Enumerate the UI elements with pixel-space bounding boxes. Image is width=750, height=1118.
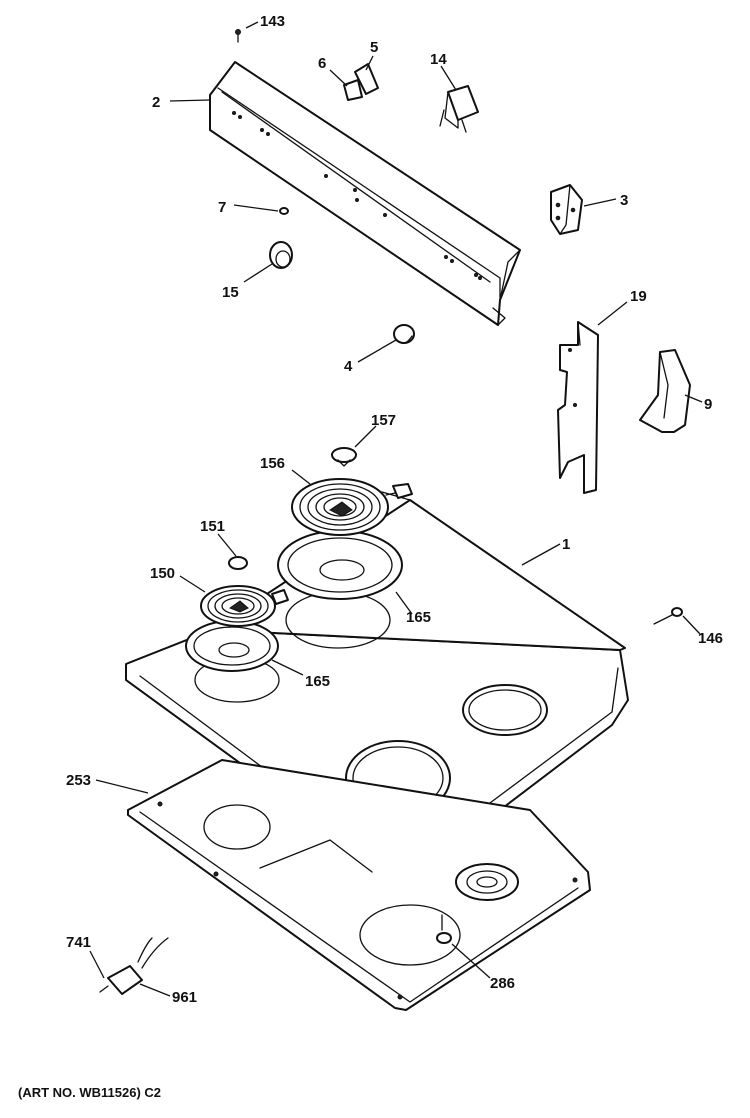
callout-3: 3: [620, 192, 628, 209]
screw-146-part: [653, 607, 683, 625]
infinite-switch-part: [550, 184, 583, 235]
drip-pan-small: [185, 620, 279, 672]
knob-part: [393, 324, 415, 344]
switch-part: [439, 85, 479, 133]
callout-4: 4: [344, 358, 353, 375]
callout-1: 1: [562, 536, 570, 553]
receptacle-cap-part: [331, 447, 357, 467]
callout-157: 157: [371, 412, 396, 429]
burner-box-part: [127, 759, 591, 1011]
callout-165-large: 165: [406, 609, 431, 626]
callout-14: 14: [430, 51, 447, 68]
callout-19: 19: [630, 288, 647, 305]
backsplash-panel: [209, 61, 521, 326]
side-bracket-part: [557, 321, 599, 494]
callout-151: 151: [200, 518, 225, 535]
clip-part: [343, 63, 379, 101]
callout-961: 961: [172, 989, 197, 1006]
surface-unit-small: [200, 585, 289, 627]
callout-15: 15: [222, 284, 239, 301]
leader-lines: [89, 21, 703, 997]
callout-labels: 143 5 6 14 2 3 7 15 19 4 9 157 156 1 151…: [66, 13, 723, 1006]
callout-7: 7: [218, 199, 226, 216]
callout-5: 5: [370, 39, 378, 56]
surface-unit-large: [291, 478, 413, 536]
end-cap-bracket-part: [639, 349, 691, 433]
screw-286-part: [436, 914, 452, 944]
indicator-light-part: [279, 207, 289, 215]
callout-741: 741: [66, 934, 91, 951]
callout-165-small: 165: [305, 673, 330, 690]
drip-pan-large: [277, 530, 403, 600]
callout-2: 2: [152, 94, 160, 111]
callout-286: 286: [490, 975, 515, 992]
callout-6: 6: [318, 55, 326, 72]
terminal-block-part: [99, 937, 169, 995]
small-cap-part: [228, 556, 248, 570]
control-knob-part: [269, 241, 293, 269]
callout-143: 143: [260, 13, 285, 30]
callout-156: 156: [260, 455, 285, 472]
screw-part: [235, 29, 241, 43]
callout-146: 146: [698, 630, 723, 647]
callout-253: 253: [66, 772, 91, 789]
callout-150: 150: [150, 565, 175, 582]
art-number-note: (ART NO. WB11526) C2: [18, 1085, 162, 1100]
callout-9: 9: [704, 396, 712, 413]
